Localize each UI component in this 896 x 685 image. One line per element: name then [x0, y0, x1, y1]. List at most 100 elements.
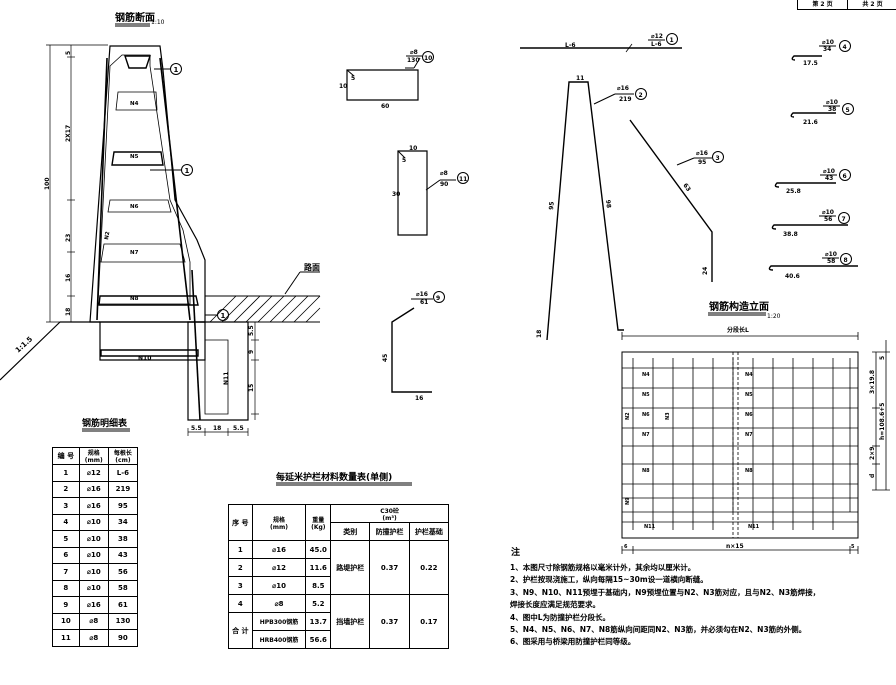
svg-text:钢筋断面: 钢筋断面: [115, 11, 155, 24]
note-line: 1、本图尺寸除钢筋规格以毫米计外，其余均以厘米计。: [510, 563, 696, 572]
cell: HPB300钢筋: [251, 612, 307, 631]
svg-text:N6: N6: [642, 412, 650, 418]
svg-text:7: 7: [842, 216, 846, 223]
bar-shape-5: ⌀10 38 5 21.6: [790, 99, 854, 126]
note-line: 6、图采用与桥梁用防撞护栏同等级。: [510, 637, 636, 647]
svg-text:N11: N11: [748, 524, 760, 530]
svg-text:N7: N7: [642, 432, 650, 438]
svg-text:N2: N2: [104, 231, 111, 241]
bar-shape-11: ⌀8 90 11 10 30 5: [392, 145, 469, 236]
svg-text:90: 90: [440, 181, 448, 188]
col-header-no: 编 号: [52, 447, 80, 465]
svg-text:3: 3: [716, 155, 720, 162]
cell: ⌀10: [78, 530, 109, 548]
svg-text:16: 16: [415, 395, 423, 402]
page-total: 共 2 页: [847, 0, 896, 9]
page-number-box: 第 2 页 共 2 页: [797, 0, 896, 10]
cell: 0.37: [369, 540, 410, 595]
note-line: 焊接长度应满足规范要求。: [510, 600, 600, 610]
svg-text:N6: N6: [745, 412, 753, 418]
cell: 38: [107, 530, 139, 548]
svg-text:N5: N5: [745, 392, 753, 398]
svg-text:⌀10: ⌀10: [825, 251, 837, 258]
svg-text:38.8: 38.8: [783, 231, 798, 238]
svg-text:17.5: 17.5: [803, 60, 818, 67]
svg-text:25.8: 25.8: [786, 188, 801, 195]
svg-text:⌀10: ⌀10: [822, 209, 834, 216]
svg-text:130: 130: [407, 57, 420, 64]
cell: 8.5: [305, 576, 332, 595]
table-titles: 钢筋明细表 每延米护栏材料数量表(单侧) 注: [82, 417, 520, 558]
svg-text:18: 18: [536, 330, 543, 338]
cell: 13.7: [305, 612, 332, 631]
cell: ⌀16: [78, 497, 109, 515]
table-header-row: 类别 防撞护栏 护栏基础: [229, 522, 450, 541]
svg-text:N3: N3: [665, 412, 671, 420]
svg-text:56: 56: [824, 216, 832, 223]
svg-text:⌀10: ⌀10: [822, 39, 834, 46]
cell: ⌀16: [251, 540, 307, 559]
svg-text:9: 9: [248, 350, 255, 354]
svg-text:5: 5: [65, 51, 72, 55]
svg-text:61: 61: [420, 299, 428, 306]
svg-text:1: 1: [670, 37, 674, 44]
col-header-type: 类别: [330, 522, 371, 541]
section-dims-right: 5.5 9 15 5.5 18 5.5: [187, 321, 259, 436]
cell: ⌀8: [78, 629, 109, 647]
bar-shape-7: ⌀10 56 7 38.8: [771, 209, 850, 238]
table-header-row: 编 号 规格 (mm) 每根长 (cm): [52, 447, 139, 465]
svg-text:18: 18: [65, 308, 72, 316]
svg-text:⌀16: ⌀16: [416, 291, 428, 298]
cell: 95: [107, 497, 139, 515]
cell: 7: [52, 563, 80, 581]
svg-text:8: 8: [844, 257, 848, 264]
cell: HRB400钢筋: [251, 630, 307, 649]
svg-text:⌀8: ⌀8: [440, 170, 448, 177]
svg-text:63: 63: [681, 182, 692, 193]
svg-text:2×9: 2×9: [869, 447, 876, 460]
svg-text:注: 注: [511, 546, 520, 558]
note-line: 3、N9、N10、N11预埋于基础内，N9预埋位置与N2、N3筋对应，且与N2、…: [510, 587, 821, 597]
bar-shape-10: ⌀8 130 10 60 10 5: [339, 49, 434, 110]
note-line: 4、图中L为防撞护栏分段长。: [510, 612, 610, 622]
svg-text:5: 5: [879, 356, 886, 360]
cell: ⌀10: [78, 546, 109, 564]
svg-text:21.6: 21.6: [803, 119, 818, 126]
svg-text:5: 5: [402, 157, 406, 164]
cell: 10: [52, 612, 80, 630]
svg-text:24: 24: [702, 267, 709, 275]
bar-shape-8: ⌀10 58 8 40.6: [768, 251, 858, 280]
cell: 61: [107, 596, 139, 614]
cell: 3: [228, 576, 253, 595]
table-row: 3 ⌀10 8.5: [228, 576, 449, 595]
cell: 路堤护栏: [330, 540, 371, 595]
svg-text:N4: N4: [745, 372, 753, 378]
svg-text:d: d: [869, 474, 876, 478]
cell: 0.22: [408, 540, 450, 595]
svg-text:N10: N10: [138, 355, 151, 362]
svg-text:N8: N8: [642, 468, 650, 474]
svg-text:⌀12: ⌀12: [651, 33, 663, 40]
cell: 3: [52, 497, 80, 515]
svg-text:95: 95: [698, 159, 706, 166]
cell: 90: [107, 629, 139, 647]
svg-text:h=108.6+5: h=108.6+5: [879, 403, 886, 440]
cell: 56.6: [305, 630, 332, 649]
cell: ⌀8: [251, 594, 307, 613]
svg-text:L-6: L-6: [565, 42, 576, 49]
cell: 34: [107, 513, 139, 531]
cell: 5: [52, 530, 80, 548]
svg-text:L-6: L-6: [651, 41, 662, 48]
svg-text:45: 45: [382, 354, 389, 362]
svg-text:N11: N11: [223, 372, 230, 385]
cell: 9: [52, 596, 80, 614]
svg-text:N8: N8: [745, 468, 753, 474]
svg-text:5.5: 5.5: [191, 425, 202, 432]
svg-text:5.5: 5.5: [233, 425, 244, 432]
svg-text:N7: N7: [130, 250, 139, 256]
cell: 11.6: [305, 558, 332, 577]
